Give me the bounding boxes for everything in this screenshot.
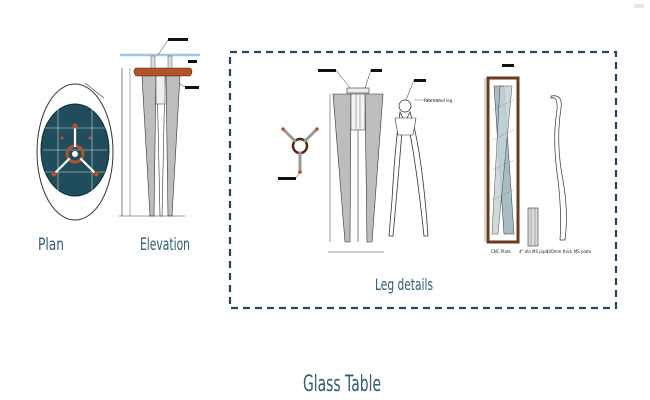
main-title: Glass Table xyxy=(303,372,381,397)
cnc-plate-label: CNC Plate xyxy=(491,249,511,254)
ms-pipe: 4" dia MS pipe xyxy=(519,207,548,254)
leg-detail-side: Fabricated leg xyxy=(388,79,453,237)
elevation-wood-cap xyxy=(133,67,193,77)
leg-details-frame xyxy=(228,50,618,310)
plan-label: Plan xyxy=(38,235,64,255)
corner-mark xyxy=(634,4,644,8)
cnc-plate: CNC Plate xyxy=(484,64,520,254)
plan-hub xyxy=(72,151,78,157)
plan-feet xyxy=(51,123,99,177)
leg-detail-elevation xyxy=(318,69,384,253)
svg-text:Fabricated leg: Fabricated leg xyxy=(424,98,453,103)
elevation-tag-2 xyxy=(188,60,197,63)
elevation-tag-1 xyxy=(168,38,188,41)
ms-plate: 100mm thick MS plate xyxy=(546,95,592,254)
ms-pipe-label: 4" dia MS pipe xyxy=(519,249,548,254)
elevation-leg-right xyxy=(165,75,181,217)
ms-plate-label: 100mm thick MS plate xyxy=(546,249,592,254)
plan-view: Plan xyxy=(36,82,114,255)
leg-joint-plan xyxy=(278,127,319,180)
plan-legs xyxy=(54,126,96,174)
elevation-leg-left xyxy=(141,75,157,217)
plan-dimension-line xyxy=(84,82,105,99)
elevation-label: Elevation xyxy=(140,235,190,255)
leg-details-label: Leg details xyxy=(375,275,433,294)
elevation-tag-3 xyxy=(185,86,199,89)
elevation-view: Elevation xyxy=(119,38,200,255)
